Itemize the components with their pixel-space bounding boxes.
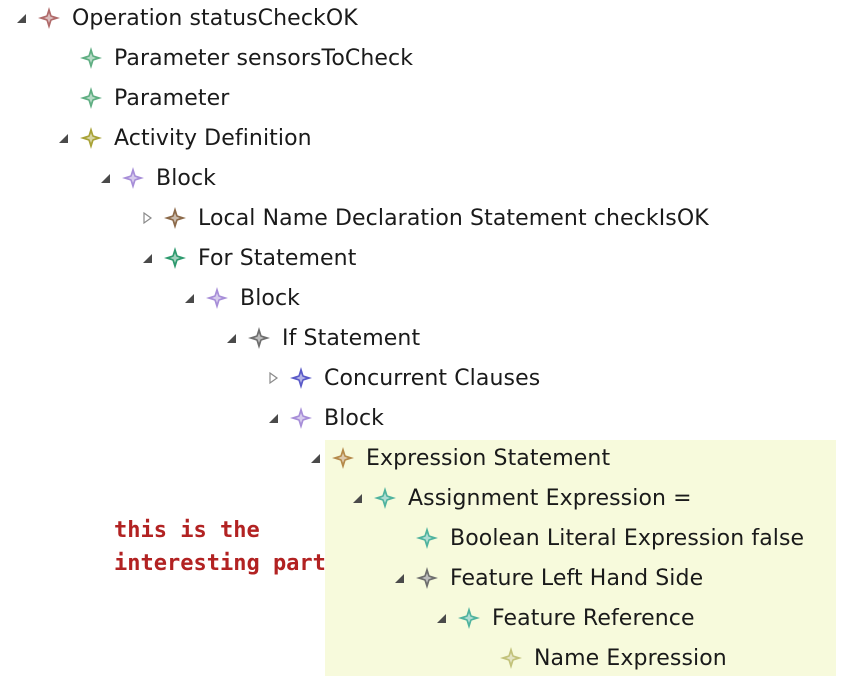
activity-definition-icon: [78, 125, 104, 151]
name-expression-icon: [498, 645, 524, 671]
tree-item[interactable]: Boolean Literal Expression false: [388, 518, 804, 558]
block-icon: [120, 165, 146, 191]
tree-item[interactable]: Block: [262, 398, 384, 438]
expanded-arrow-icon[interactable]: [10, 7, 32, 29]
parameter-icon: [78, 45, 104, 71]
expanded-arrow-icon[interactable]: [136, 247, 158, 269]
statement-icon: [162, 205, 188, 231]
highlighted-subtree-region: [325, 440, 836, 676]
if-statement-icon: [246, 325, 272, 351]
tree-item-label: For Statement: [198, 245, 357, 271]
left-hand-side-icon: [414, 565, 440, 591]
tree-item[interactable]: Name Expression: [472, 638, 727, 678]
tree-item[interactable]: Block: [178, 278, 300, 318]
literal-expression-icon: [414, 525, 440, 551]
tree-item[interactable]: Parameter: [52, 78, 229, 118]
tree-item[interactable]: Feature Left Hand Side: [388, 558, 703, 598]
block-icon: [204, 285, 230, 311]
for-statement-icon: [162, 245, 188, 271]
feature-reference-icon: [456, 605, 482, 631]
tree-item[interactable]: Parameter sensorsToCheck: [52, 38, 413, 78]
expanded-arrow-icon[interactable]: [304, 447, 326, 469]
tree-item-label: Block: [156, 165, 217, 191]
tree-item[interactable]: Expression Statement: [304, 438, 610, 478]
tree-item[interactable]: Concurrent Clauses: [262, 358, 540, 398]
tree-item-label: Local Name Declaration Statement checkIs…: [198, 205, 709, 231]
tree-item[interactable]: Block: [94, 158, 216, 198]
tree-item-label: Parameter sensorsToCheck: [114, 45, 414, 71]
tree-item-label: Activity Definition: [114, 125, 312, 151]
tree-item-label: Name Expression: [534, 645, 727, 671]
expanded-arrow-icon[interactable]: [430, 607, 452, 629]
tree-item[interactable]: If Statement: [220, 318, 420, 358]
expression-statement-icon: [330, 445, 356, 471]
expanded-arrow-icon[interactable]: [262, 407, 284, 429]
tree-item-label: Block: [324, 405, 385, 431]
tree-item[interactable]: Activity Definition: [52, 118, 312, 158]
collapsed-arrow-icon[interactable]: [136, 207, 158, 229]
tree-item-label: Feature Reference: [492, 605, 695, 631]
tree-item[interactable]: For Statement: [136, 238, 356, 278]
expanded-arrow-icon[interactable]: [346, 487, 368, 509]
expanded-arrow-icon[interactable]: [220, 327, 242, 349]
tree-item-label: Boolean Literal Expression false: [450, 525, 805, 551]
operation-icon: [36, 5, 62, 31]
expanded-arrow-icon[interactable]: [388, 567, 410, 589]
tree-item[interactable]: Operation statusCheckOK: [10, 0, 358, 38]
tree-item-label: If Statement: [282, 325, 421, 351]
tree-item-label: Feature Left Hand Side: [450, 565, 704, 591]
tree-item[interactable]: Local Name Declaration Statement checkIs…: [136, 198, 709, 238]
parameter-icon: [78, 85, 104, 111]
tree-item[interactable]: Feature Reference: [430, 598, 695, 638]
tree-item-label: Assignment Expression =: [408, 485, 692, 511]
expanded-arrow-icon[interactable]: [52, 127, 74, 149]
annotation-note: this is the interesting part: [114, 518, 326, 576]
expanded-arrow-icon[interactable]: [178, 287, 200, 309]
tree-item-label: Block: [240, 285, 301, 311]
tree-item-label: Operation statusCheckOK: [72, 5, 358, 31]
collapsed-arrow-icon[interactable]: [262, 367, 284, 389]
tree-item[interactable]: Assignment Expression =: [346, 478, 692, 518]
expanded-arrow-icon[interactable]: [94, 167, 116, 189]
concurrent-clauses-icon: [288, 365, 314, 391]
block-icon: [288, 405, 314, 431]
assignment-expression-icon: [372, 485, 398, 511]
tree-item-label: Parameter: [114, 85, 230, 111]
tree-item-label: Concurrent Clauses: [324, 365, 541, 391]
tree-item-label: Expression Statement: [366, 445, 611, 471]
